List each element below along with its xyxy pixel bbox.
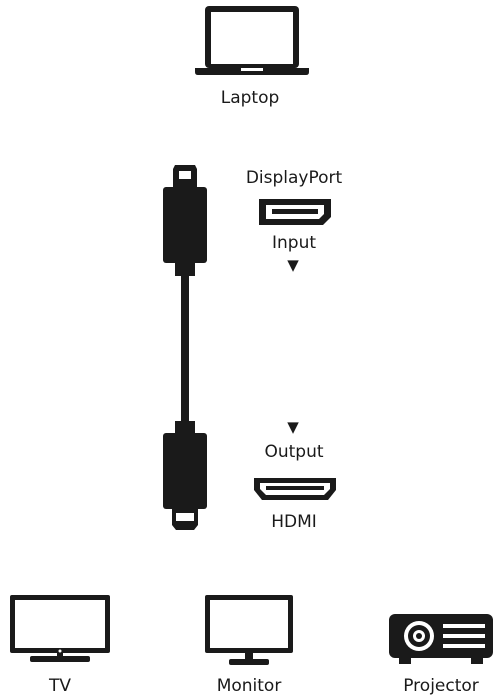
laptop-icon bbox=[195, 6, 309, 75]
output-label: Output bbox=[264, 442, 324, 462]
projector-icon bbox=[389, 614, 493, 664]
tv-label: TV bbox=[48, 676, 71, 696]
hdmi-label: HDMI bbox=[271, 512, 317, 532]
down-arrow-icon: ▼ bbox=[287, 256, 299, 274]
hdmi-port-icon bbox=[254, 478, 336, 500]
displayport-label: DisplayPort bbox=[245, 168, 343, 188]
monitor-icon bbox=[205, 595, 293, 665]
monitor-label: Monitor bbox=[216, 676, 282, 696]
down-arrow-icon: ▼ bbox=[287, 418, 299, 436]
projector-label: Projector bbox=[403, 676, 479, 696]
displayport-port-icon bbox=[259, 199, 331, 225]
laptop-label: Laptop bbox=[220, 88, 280, 108]
tv-icon bbox=[10, 595, 110, 662]
input-label: Input bbox=[271, 233, 317, 253]
displayport-to-hdmi-cable-icon bbox=[163, 165, 207, 530]
